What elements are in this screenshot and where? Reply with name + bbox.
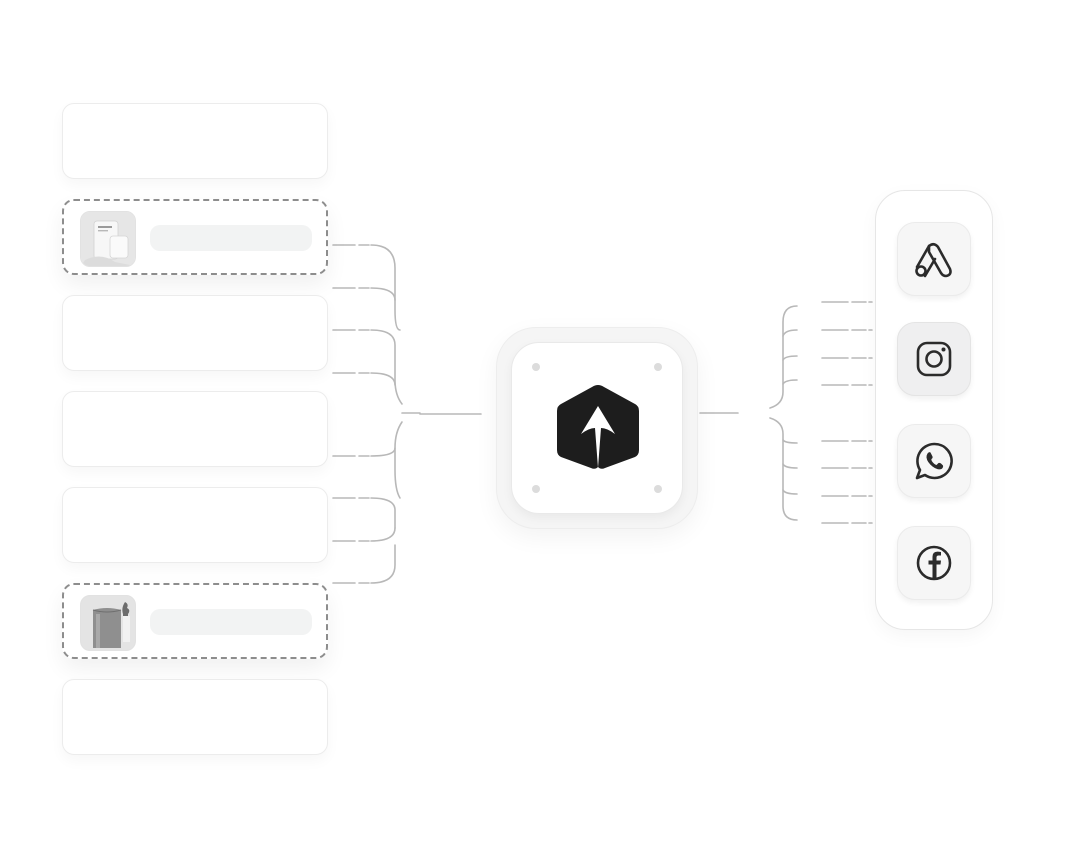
channel-facebook[interactable] [897, 526, 971, 600]
screw-dot [532, 485, 540, 493]
product-card[interactable] [62, 679, 328, 755]
cosmetic-tube-image [81, 212, 135, 266]
whatsapp-icon [915, 442, 953, 480]
product-card[interactable] [62, 487, 328, 563]
product-card[interactable] [62, 391, 328, 467]
brand-logo-icon [557, 385, 639, 469]
screw-dot [654, 485, 662, 493]
product-thumbnail [80, 595, 136, 651]
product-card-selected[interactable] [62, 583, 328, 659]
product-title-placeholder [150, 609, 312, 635]
instagram-icon [916, 341, 952, 377]
cylinder-vase-image [81, 596, 135, 650]
product-title-placeholder [150, 225, 312, 251]
facebook-icon [916, 545, 952, 581]
screw-dot [654, 363, 662, 371]
channels-panel [875, 190, 993, 630]
channel-whatsapp[interactable] [897, 424, 971, 498]
product-card[interactable] [62, 103, 328, 179]
integration-hub [496, 327, 698, 529]
google-ads-icon [915, 242, 952, 278]
channel-instagram[interactable] [897, 322, 971, 396]
channel-google-ads[interactable] [897, 222, 971, 296]
screw-dot [532, 363, 540, 371]
hub-tile [511, 342, 683, 514]
product-card-selected[interactable] [62, 199, 328, 275]
product-thumbnail [80, 211, 136, 267]
product-card[interactable] [62, 295, 328, 371]
